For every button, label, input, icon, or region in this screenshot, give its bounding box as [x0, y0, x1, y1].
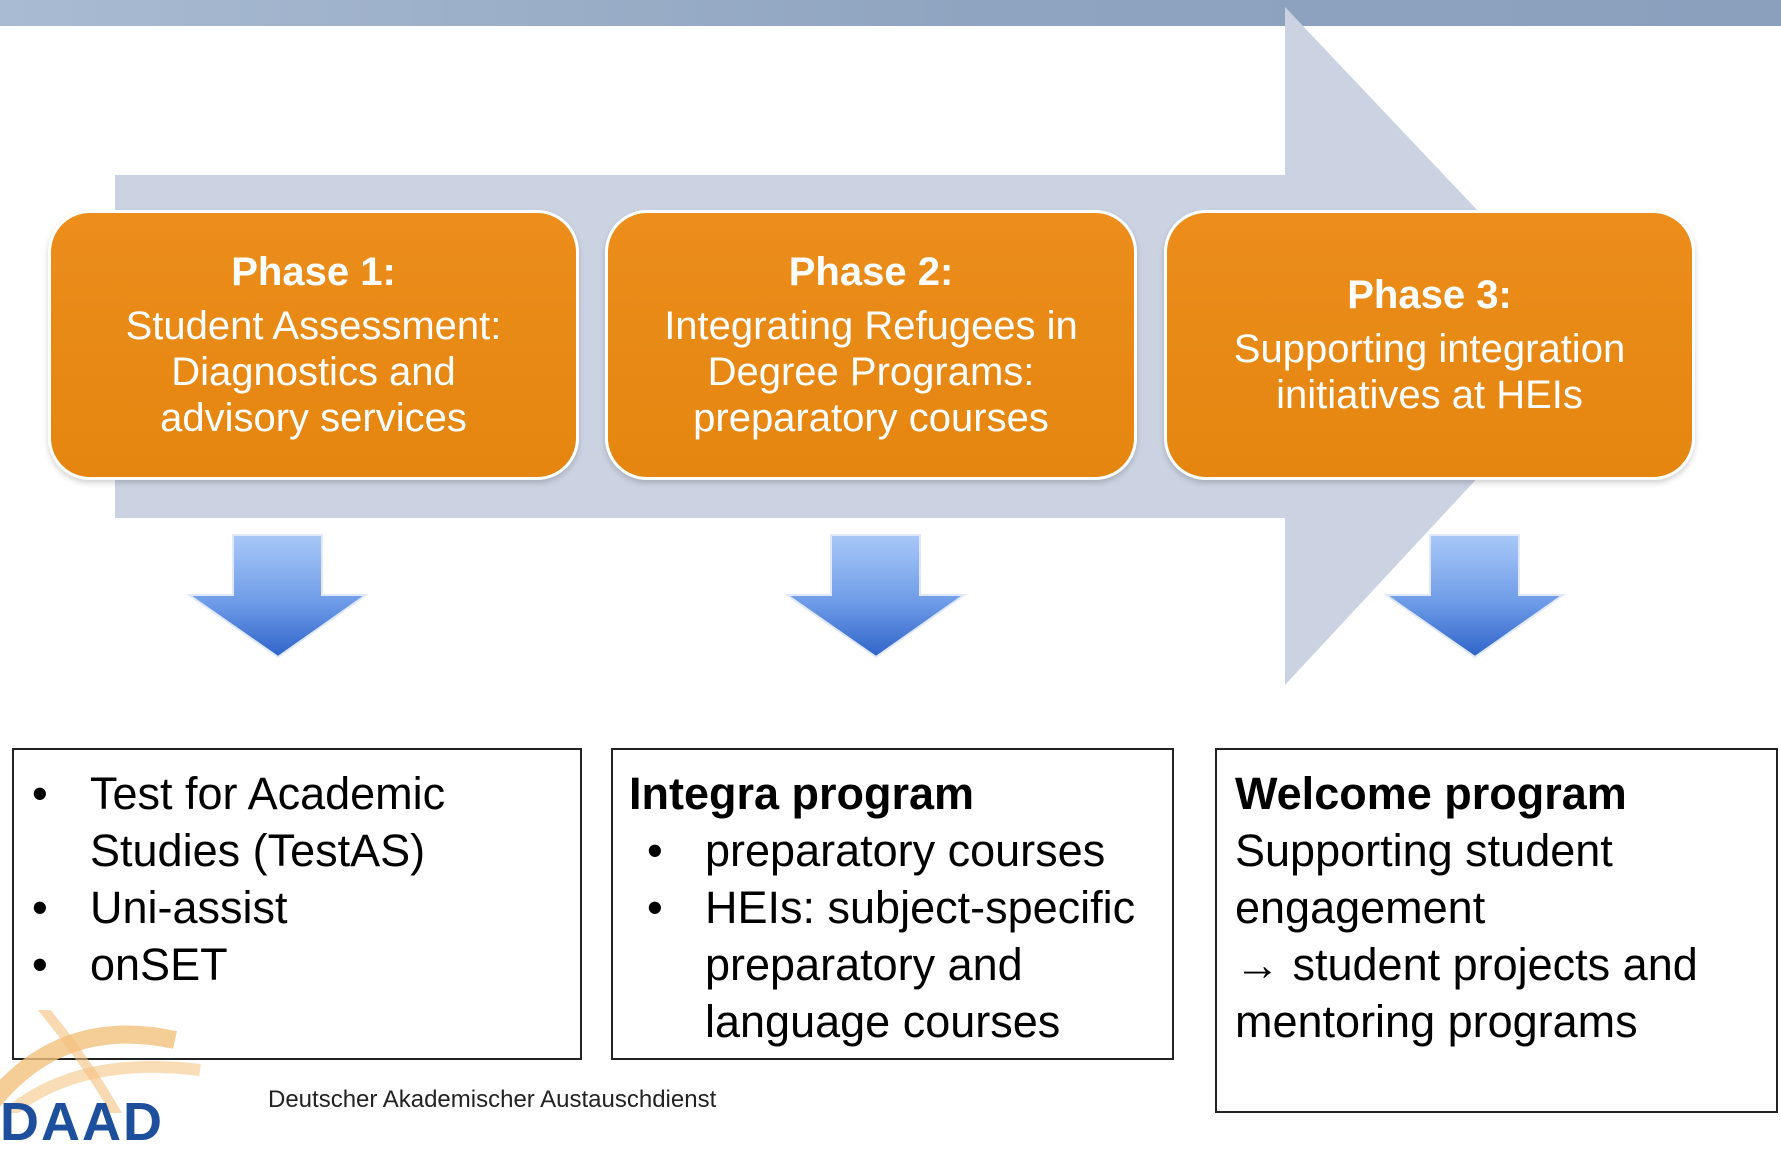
phase-2-line-2: Degree Programs: [707, 350, 1035, 394]
phase-3-line-2: initiatives at HEIs [1276, 373, 1583, 417]
list-item-continuation: language courses [705, 996, 1061, 1047]
program-box-3: Welcome program Supporting student engag… [1215, 748, 1778, 1113]
list-item-continuation: Studies (TestAS) [90, 825, 426, 876]
welcome-program-heading: Welcome program [1235, 768, 1627, 819]
list-item: •Test for Academic [32, 768, 446, 819]
program-box-1-list: •Test for Academic Studies (TestAS) •Uni… [32, 765, 580, 993]
phase-1-description: Student Assessment: Diagnostics and advi… [126, 303, 502, 441]
phase-3-title: Phase 3: [1347, 273, 1512, 317]
phase-2-line-1: Integrating Refugees in [664, 304, 1078, 348]
list-item: •onSET [32, 939, 228, 990]
welcome-line-4: mentoring programs [1235, 996, 1638, 1047]
organization-name: Deutscher Akademischer Austauschdienst [268, 1086, 717, 1113]
down-arrow-phase-1 [185, 534, 370, 659]
program-box-1: •Test for Academic Studies (TestAS) •Uni… [12, 748, 582, 1060]
list-item: •preparatory courses [647, 825, 1106, 876]
phase-1-title: Phase 1: [231, 250, 396, 294]
list-item: •HEIs: subject-specific [647, 882, 1136, 933]
phase-1-line-1: Student Assessment: [125, 304, 502, 348]
integra-program-heading: Integra program [629, 768, 975, 819]
welcome-line-3: → student projects and [1235, 939, 1698, 990]
welcome-line-2: engagement [1235, 882, 1486, 933]
phase-3-box: Phase 3: Supporting integration initiati… [1164, 210, 1695, 480]
daad-logo-graphic [0, 1010, 240, 1113]
down-arrow-phase-3 [1382, 534, 1567, 659]
welcome-line-1: Supporting student [1235, 825, 1613, 876]
phase-2-line-3: preparatory courses [693, 396, 1049, 440]
down-arrow-phase-2 [783, 534, 968, 659]
daad-logo-text: DAAD [0, 1092, 164, 1152]
program-box-2: Integra program •preparatory courses •HE… [611, 748, 1174, 1060]
list-item: •Uni-assist [32, 882, 288, 933]
top-banner-bar [0, 0, 1781, 26]
phase-2-title: Phase 2: [788, 250, 954, 294]
phase-1-box: Phase 1: Student Assessment: Diagnostics… [48, 210, 579, 480]
phase-2-description: Integrating Refugees in Degree Programs:… [664, 303, 1078, 441]
phase-3-description: Supporting integration initiatives at HE… [1234, 326, 1625, 418]
phase-2-box: Phase 2: Integrating Refugees in Degree … [605, 210, 1137, 480]
list-item-continuation: preparatory and [705, 939, 1023, 990]
phase-1-line-3: advisory services [160, 396, 467, 440]
phase-3-line-1: Supporting integration [1233, 327, 1626, 371]
phase-1-line-2: Diagnostics and [171, 350, 456, 394]
program-box-2-list: •preparatory courses •HEIs: subject-spec… [629, 822, 1172, 1050]
